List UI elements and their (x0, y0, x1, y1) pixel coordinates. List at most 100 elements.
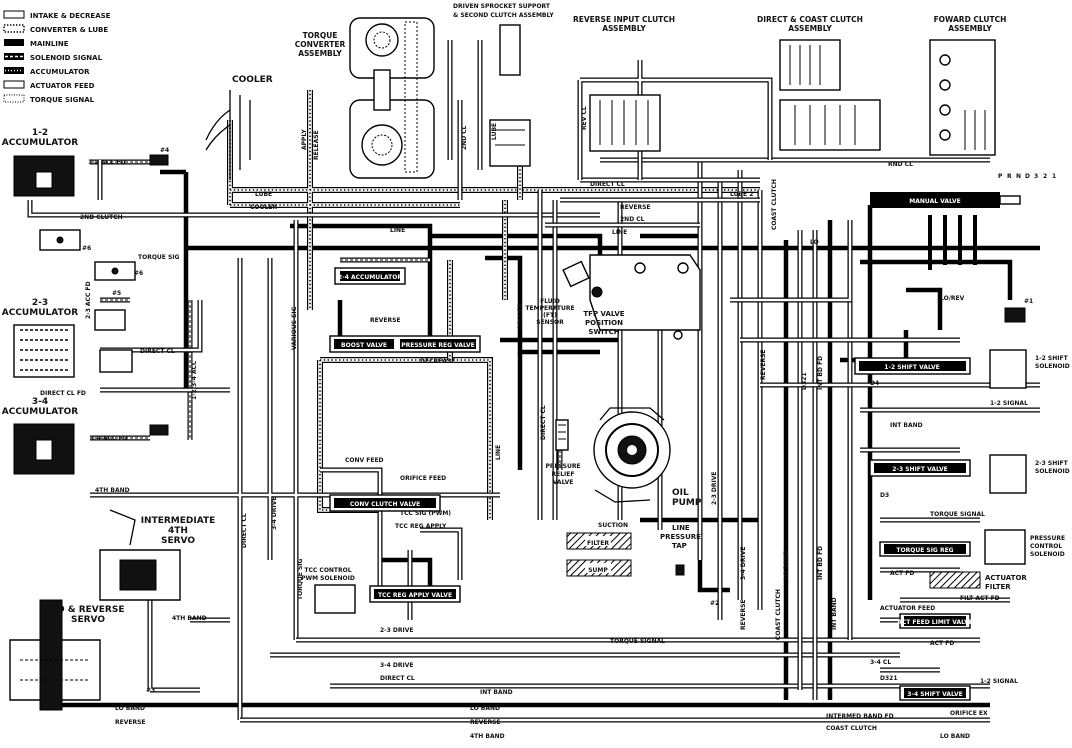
torque-signal-regulator: TORQUE SIG REG PRESSURE CONTROL SOLENOID (879, 529, 1065, 565)
acc34-label-1: 3-4 (32, 397, 48, 407)
pressure-reg-label: PRESSURE REG VALVE (401, 342, 475, 349)
act-feed-limit-label: ACT FEED LIMIT VALVE (897, 619, 973, 626)
check-4-label: #4 (160, 147, 169, 154)
label-intermed-band: INTERMED BAND FD (826, 713, 894, 720)
legend-label: INTAKE & DECREASE (30, 12, 111, 20)
label-3-4-cl: 3-4 CL (870, 659, 891, 666)
acc23-label-2: ACCUMULATOR (2, 308, 79, 318)
actuator-filter-label-2: FILTER (985, 583, 1011, 591)
torque-converter: TORQUE CONVERTER ASSEMBLY (295, 17, 435, 179)
check-6b-label: #6 (134, 270, 143, 277)
sol12-label-1: 1-2 SHIFT (1035, 355, 1069, 362)
label-conv-feed: CONV FEED (345, 457, 384, 464)
label-direct-cl-v2: DIRECT CL (540, 405, 547, 440)
label-lo-rev: LO/REV (940, 295, 965, 302)
forward-clutch: FOWARD CLUTCH ASSEMBLY (929, 15, 1007, 156)
cooler: COOLER (205, 75, 273, 180)
legend: INTAKE & DECREASE CONVERTER & LUBE MAINL… (3, 10, 111, 104)
open-passages (27, 40, 1040, 723)
label-2-2-signal: TORQUE SIGNAL (930, 511, 985, 518)
boost-pressure-valve: BOOST VALVE PRESSURE REG VALVE (329, 335, 481, 353)
label-reverse-c: REVERSE (470, 719, 501, 726)
label-lo: LO (810, 239, 819, 246)
direct-coast-clutch: DIRECT & COAST CLUTCH ASSEMBLY (757, 15, 881, 151)
shift-valve-2-3: 2-3 SHIFT VALVE 2-3 SHIFT SOLENOID (869, 454, 1070, 494)
label-various-sig: VARIOUS SIG (291, 306, 298, 350)
driven-sprocket-support: DRIVEN SPROCKET SUPPORT & SECOND CLUTCH … (453, 3, 554, 167)
label-4th-band: 4TH BAND (95, 487, 130, 494)
label-acc23-fd: 2-3 ACC FD (85, 281, 92, 319)
label-direct-cl: DIRECT CL (140, 348, 175, 355)
torque-converter-label-3: ASSEMBLY (298, 49, 342, 58)
sol23-label-2: SOLENOID (1035, 468, 1070, 475)
label-coast-cl-b: COAST CLUTCH (826, 725, 877, 732)
label-reverse: REVERSE (370, 317, 401, 324)
label-torque-signal: TORQUE SIGNAL (610, 638, 665, 645)
label-direct-cl-fd: DIRECT CL FD (40, 390, 86, 397)
label-torque-sig: TORQUE SIG (138, 254, 180, 261)
reverse-input-label-2: ASSEMBLY (602, 24, 646, 33)
label-3-4-drive-b: 3-4 DRIVE (380, 662, 414, 669)
prnd-r: R (1007, 173, 1012, 180)
label-decrease: DECREASE (420, 358, 455, 365)
legend-label: TORQUE SIGNAL (30, 96, 95, 104)
check-balls-left: #6 #6 #5 #4 #7 #3 #2 #1 (39, 147, 1033, 694)
acc12-label-2: ACCUMULATOR (2, 138, 79, 148)
manual-valve-label: MANUAL VALVE (909, 198, 961, 205)
shift12-label: 1-2 SHIFT VALVE (884, 364, 939, 371)
forward-clutch-label-1: FOWARD CLUTCH (934, 15, 1007, 24)
lo-rev-servo-label-1: LO & REVERSE (52, 605, 125, 615)
legend-label: CONVERTER & LUBE (30, 26, 108, 34)
label-line-t: LINE (612, 229, 627, 236)
label-acc24: 1-2/3-4 ACC (191, 360, 198, 400)
conv-clutch-valve: CONV CLUTCH VALVE (329, 494, 441, 512)
acc12-fd-label: 1-2 ACC FD (88, 159, 126, 166)
driven-sprocket-label-1: DRIVEN SPROCKET SUPPORT (453, 3, 551, 10)
label-direct-cl-b: DIRECT CL (380, 675, 415, 682)
label-act-fd: ACT FD (890, 570, 914, 577)
label-lo-band-b: LO BAND (470, 705, 500, 712)
label-3-4-drive: 3-4 DRIVE (271, 496, 278, 530)
cooler-label: COOLER (232, 75, 273, 85)
line-pressure-tap: LINE PRESSURE TAP (660, 524, 701, 576)
accumulator-3-4: 3-4 ACCUMULATOR 3-4 ACC FD (2, 397, 128, 475)
pwm-sol-label-2: CONTROL (1030, 543, 1062, 550)
left-passage-labels: 2ND CLUTCH TORQUE SIG DIRECT CL DIRECT C… (40, 214, 304, 600)
label-rnd-cl: RND CL (888, 161, 913, 168)
check-5-label: #5 (112, 290, 121, 297)
pwm-sol-label-1: PRESSURE (1030, 535, 1065, 542)
label-4th-band-b: 4TH BAND (470, 733, 505, 740)
shift23-label: 2-3 SHIFT VALVE (892, 466, 947, 473)
tcc-pwm-label-1: TCC CONTROL (304, 567, 351, 574)
label-tcc-sig: TCC SIG (PWM) (400, 510, 451, 517)
label-orifice-feed: ORIFICE FEED (400, 475, 446, 482)
check-2-label: #2 (710, 600, 719, 607)
pump-label-1: OIL (672, 488, 689, 498)
label-lo-band-c: LO BAND (940, 733, 970, 740)
label-orifice-ex: ORIFICE EX (950, 710, 988, 717)
label-2nd-cl-v: 2ND CL (461, 125, 468, 150)
tcc-reg-apply-valve: TCC REG APPLY VALVE (369, 585, 461, 603)
legend-item-intake: INTAKE & DECREASE (3, 10, 111, 20)
label-drive-v2: 3-4 DRIVE (740, 546, 747, 580)
legend-label: MAINLINE (30, 40, 69, 48)
filter-label: FILTER (587, 540, 609, 547)
tfp-switch: FLUID TEMPERATURE (FT) SENSOR TFP VALVE … (525, 254, 701, 340)
shift-valve-3-4: 3-4 SHIFT VALVE (899, 685, 971, 701)
tfp-label-2: POSITION (585, 319, 623, 327)
forward-clutch-label-2: ASSEMBLY (948, 24, 992, 33)
int-servo-label-3: SERVO (161, 536, 195, 546)
boost-valve-label: BOOST VALVE (341, 342, 387, 349)
prnd-n: N (1016, 173, 1021, 180)
legend-item-mainline: MAINLINE (4, 39, 69, 48)
label-direct-cl-t: DIRECT CL (590, 181, 625, 188)
accumulator-2-3: 2-3 ACCUMULATOR (2, 298, 79, 378)
mainline-passages (58, 169, 1040, 708)
label-reverse-v: REVERSE (760, 349, 767, 380)
tcc-reg-label: TCC REG APPLY VALVE (378, 592, 452, 599)
sol23-label-1: 2-3 SHIFT (1035, 460, 1069, 467)
label-d321: D321 (801, 372, 808, 390)
prnd-2: 2 (1043, 173, 1047, 180)
label-reverse-v2: REVERSE (740, 599, 747, 630)
